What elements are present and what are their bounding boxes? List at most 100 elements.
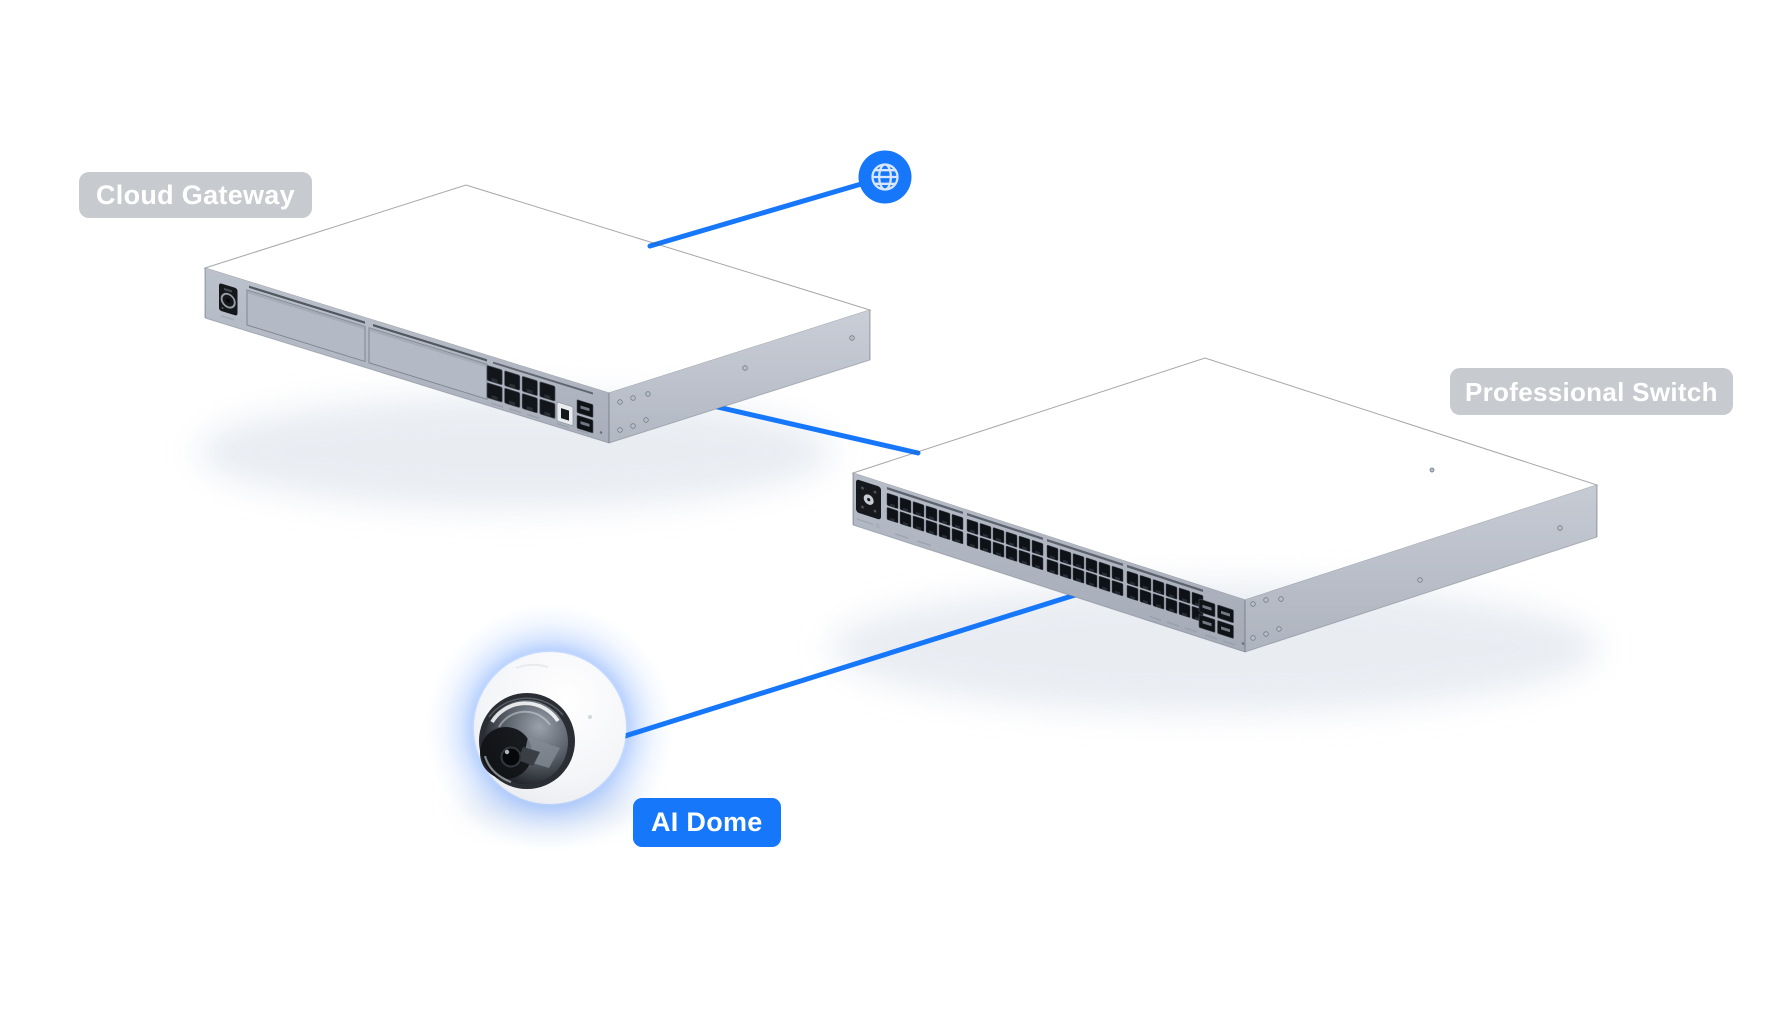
rj45-clip (996, 537, 1001, 543)
cloud-gateway-device (203, 184, 872, 444)
professional-switch-device (851, 357, 1599, 653)
switch-rj45-port (912, 515, 925, 532)
gateway-side-face (609, 310, 870, 443)
gateway-rj45-port (486, 382, 503, 403)
rj45-clip (1022, 546, 1027, 551)
rj45-clip (955, 538, 960, 543)
connection-line-gateway-internet (647, 174, 888, 249)
gateway-drive-bays (246, 285, 593, 400)
switch-rj45-port (1018, 550, 1031, 566)
rj45-clip (1076, 577, 1081, 583)
rj45-clip (1156, 589, 1161, 594)
switch-rj45-port (1046, 559, 1059, 575)
camera-seam (515, 663, 549, 669)
gateway-rj45-port (504, 388, 521, 408)
switch-rj45-port (925, 505, 938, 522)
switch-rj45-port (1005, 545, 1018, 562)
rj45-clip (903, 507, 908, 512)
rj45-clip (983, 533, 988, 538)
camera-lens (479, 693, 575, 789)
rj45-clip (1156, 603, 1161, 609)
sfp-latch (580, 421, 590, 427)
gateway-wan-port (556, 401, 574, 426)
ai-dome-label-text: AI Dome (651, 807, 763, 837)
professional-switch-label-text: Professional Switch (1465, 376, 1718, 407)
rj45-clip (1035, 564, 1040, 569)
switch-rj45-port (951, 528, 964, 545)
switch-rj45-port (966, 533, 979, 549)
rj45-clip (970, 529, 975, 534)
rj45-clip (929, 530, 934, 535)
switch-rj45-port (938, 524, 951, 540)
cloud-gateway-label: Cloud Gateway (79, 172, 312, 218)
ai-dome-camera (474, 652, 626, 804)
switch-rj45-port (899, 497, 912, 514)
switch-rj45-port (992, 541, 1005, 558)
rj45-clip (983, 547, 988, 553)
connection-line-switch-camera (622, 592, 1078, 739)
rj45-clip (916, 526, 921, 531)
gateway-rj45-port (486, 365, 503, 385)
switch-rj45-port (899, 511, 912, 528)
rj45-clip (1050, 555, 1055, 560)
gateway-rj45-port (539, 381, 556, 402)
switch-rj45-port (979, 523, 992, 539)
switch-rj45-port (1072, 553, 1085, 570)
internet-node (858, 150, 912, 204)
switch-rj45-port (925, 519, 938, 536)
connection-lines (622, 174, 1078, 739)
switch-rj45-port (1126, 570, 1139, 587)
sfp-latch (1202, 604, 1212, 611)
switch-rj45-ports (886, 493, 1204, 622)
professional-switch-label: Professional Switch (1450, 368, 1733, 415)
sfp-latch (1221, 610, 1230, 617)
sfp-latch (1221, 626, 1230, 633)
rj45-clip (1115, 590, 1120, 595)
switch-sfp-ports (1198, 598, 1234, 639)
gateway-rj45-port (521, 393, 538, 414)
switch-rj45-port (992, 527, 1005, 544)
rj45-clip (1130, 595, 1135, 600)
switch-rj45-port (951, 514, 964, 530)
switch-front-details (856, 479, 1245, 646)
rj45-clip (1089, 567, 1094, 573)
gateway-rj45-port (539, 398, 556, 419)
switch-rj45-port (1152, 579, 1165, 596)
rj45-clip (970, 543, 975, 548)
rj45-clip (1169, 608, 1174, 613)
rj45-clip (1089, 582, 1094, 587)
rj45-clip (1130, 581, 1135, 586)
rj45-clip (491, 377, 498, 383)
switch-rj45-port (938, 509, 951, 526)
switch-rj45-port (1111, 566, 1124, 582)
switch-rj45-port (1178, 601, 1191, 618)
switch-rj45-port (1165, 583, 1178, 600)
ai-dome-label: AI Dome (633, 798, 781, 847)
rj45-clip (1102, 586, 1107, 591)
switch-rj45-port (966, 519, 979, 535)
rj45-clip (1076, 563, 1081, 568)
camera-mic-dot (588, 715, 592, 719)
rj45-clip (1182, 598, 1187, 603)
sfp-latch (1202, 620, 1212, 627)
rj45-clip (1022, 560, 1027, 565)
rj45-clip (1182, 612, 1187, 617)
switch-rj45-port (1139, 589, 1152, 606)
switch-rj45-port (1031, 554, 1044, 571)
rj45-clip (1143, 599, 1148, 604)
cloud-gateway-label-text: Cloud Gateway (96, 179, 295, 210)
rj45-clip (526, 388, 533, 394)
switch-side-screws (1250, 525, 1563, 641)
rj45-clip (996, 552, 1001, 557)
switch-rj45-port (1098, 561, 1111, 578)
rj45-clip (491, 395, 498, 401)
gateway-sfp-ports (576, 399, 594, 434)
switch-rj45-port (979, 537, 992, 554)
switch-rj45-port (1031, 540, 1044, 556)
switch-port-label-strips (887, 487, 1203, 592)
rj45-clip (1063, 559, 1068, 564)
rj45-clip (1143, 585, 1148, 590)
switch-rj45-port (1059, 549, 1072, 565)
switch-bottom-labels (895, 533, 1235, 646)
